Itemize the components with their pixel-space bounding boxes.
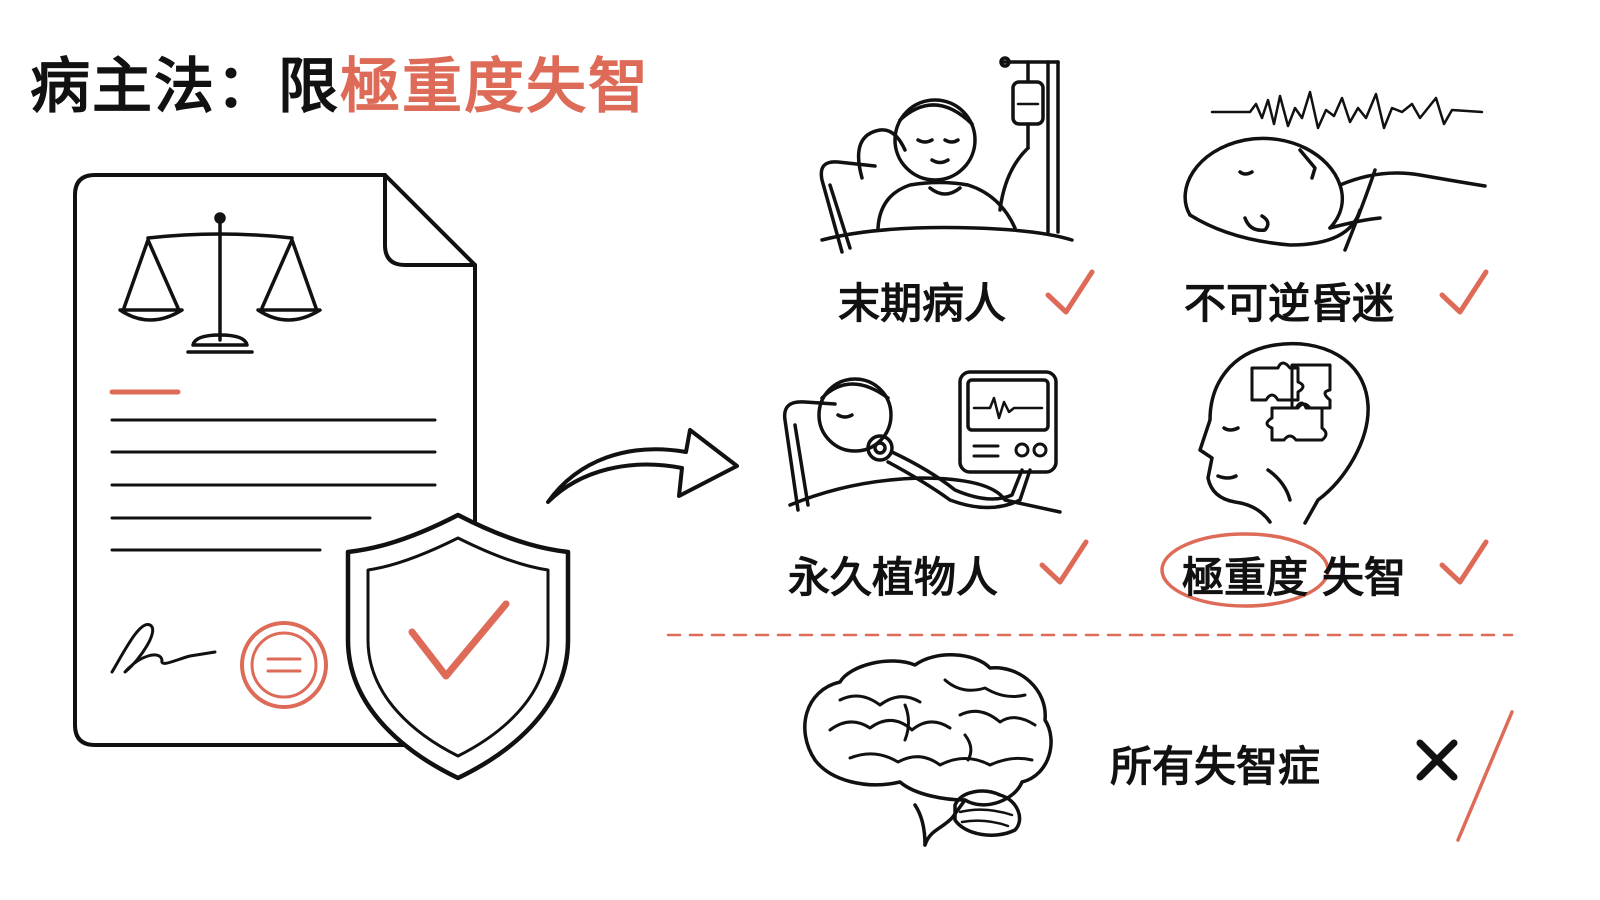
label-dementia-part: 失智 [1322,553,1407,602]
iv-drip-icon [998,56,1060,234]
scales-of-justice-icon [118,212,322,354]
slash-mark [1456,710,1514,842]
page-title: 病主法：限極重度失智 [30,38,650,125]
ventilator-patient-icon [782,377,1062,514]
brain-icon [803,653,1053,847]
signature-icon [110,623,217,674]
dementia-head-icon [1198,342,1370,525]
label-vegetative-state: 永久植物人 [788,553,999,602]
check-icon-coma [1439,269,1489,315]
shield-check-icon [345,512,571,781]
check-icon-terminal [1045,269,1095,315]
title-highlight: 極重度失智 [340,52,650,122]
title-prefix: 病主法：限 [30,52,340,122]
monitor-icon [958,370,1058,474]
check-icon-dementia [1439,539,1489,585]
label-severe-part: 極重度 [1182,553,1309,602]
label-severe-dementia: 極重度失智 [1182,544,1406,605]
puzzle-icon [1250,361,1332,442]
label-terminal-patient: 末期病人 [838,279,1007,328]
check-icon-vegetative [1039,539,1089,585]
terminal-patient-icon [819,98,1074,254]
arrow-icon [546,428,739,504]
label-all-dementia: 所有失智症 [1110,742,1321,791]
seal-icon [240,621,328,709]
cross-icon [1416,739,1458,781]
heartbeat-line-icon [1210,90,1484,130]
label-irreversible-coma: 不可逆昏迷 [1184,279,1395,328]
coma-patient-icon [1183,136,1487,252]
highlight-circle [1160,532,1330,608]
